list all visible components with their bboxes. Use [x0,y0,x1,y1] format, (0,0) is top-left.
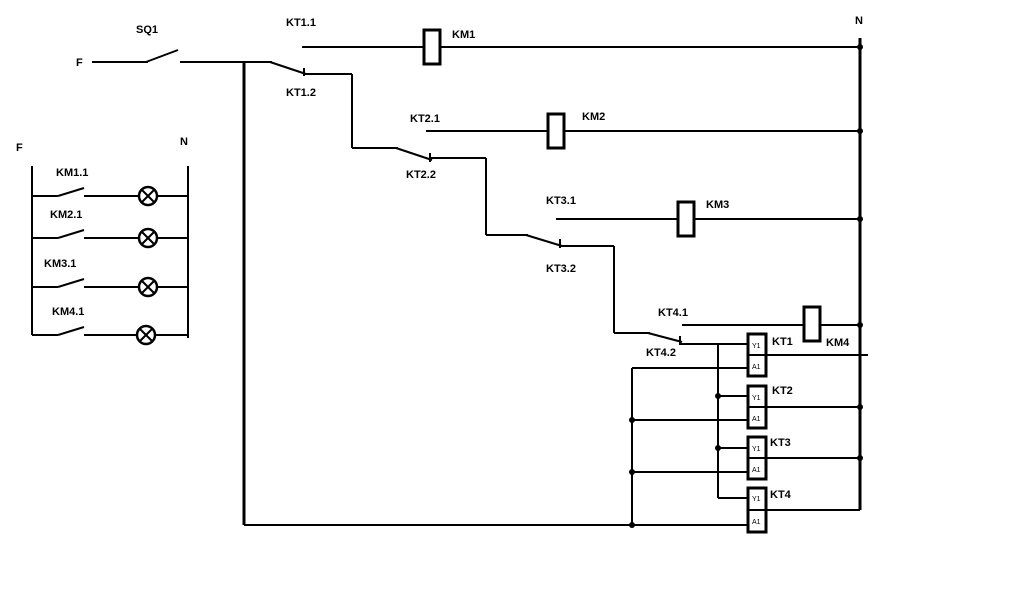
junction-dot [857,216,863,222]
junction-dot [715,393,721,399]
kt2-a1-terminal: A1 [752,416,761,423]
kt4-2-label: KT4.2 [646,347,676,359]
contact-label: KM3.1 [44,258,76,270]
kt3-1-label: KT3.1 [546,195,576,207]
contact-label: KM4.1 [52,306,84,318]
sq1-label: SQ1 [136,24,158,36]
kt1-label: KT1 [772,336,793,348]
kt2-label: KT2 [772,385,793,397]
kt4-1-label: KT4.1 [658,307,688,319]
junction-dot [857,128,863,134]
kt2-y1-terminal: Y1 [752,395,761,402]
km3-coil [676,200,696,238]
phase-label: F [76,57,83,69]
junction-dot [629,522,635,528]
km1-coil [422,28,442,66]
lamp-row: KM4.1 [32,306,188,346]
junction-dot [629,417,635,423]
kt4-label: KT4 [770,489,792,501]
contact-label: KM2.1 [50,209,82,221]
kt3-a1-terminal: A1 [752,467,761,474]
lamp-neutral-label: N [180,136,188,148]
neutral-label: N [855,15,863,27]
kt1-a1-terminal: A1 [752,364,761,371]
km2-label: KM2 [582,111,605,123]
kt3-label: KT3 [770,437,791,449]
kt3-timer-relay [632,435,860,481]
junction-dot [857,455,863,461]
kt3-2-label: KT3.2 [546,263,576,275]
contact-switch [57,187,85,197]
km4-label: KM4 [826,337,850,349]
contact-label: KM1.1 [56,167,88,179]
junction-dot [857,404,863,410]
kt4-2-contact [614,332,718,345]
contact-switch [57,326,85,336]
contact-switch [57,229,85,239]
km1-label: KM1 [452,29,475,41]
lamp-row: KM3.1 [32,258,188,298]
km2-coil [546,112,566,150]
junction-dot [715,445,721,451]
lamp-row: KM1.1 [32,167,188,207]
kt2-1-label: KT2.1 [410,113,440,125]
lamp-phase-label: F [16,142,23,154]
kt4-y1-terminal: Y1 [752,496,761,503]
kt1-2-label: KT1.2 [286,87,316,99]
lamp-row: KM2.1 [32,209,188,249]
kt1-2-contact [244,61,352,76]
kt3-y1-terminal: Y1 [752,446,761,453]
junction-dot [857,322,863,328]
kt1-y1-terminal: Y1 [752,343,761,350]
km4-coil [802,305,822,343]
kt2-timer-relay [632,384,860,430]
junction-dot [857,44,863,50]
kt4-timer-relay [718,486,860,534]
contact-switch [57,278,85,288]
junction-dot [629,469,635,475]
kt1-1-label: KT1.1 [286,17,316,29]
kt1-timer-relay [632,332,868,378]
kt4-a1-terminal: A1 [752,519,761,526]
km3-label: KM3 [706,199,729,211]
kt2-2-contact [352,147,486,162]
kt3-2-contact [486,234,614,248]
sq1-switch [92,49,244,63]
kt2-2-label: KT2.2 [406,169,436,181]
